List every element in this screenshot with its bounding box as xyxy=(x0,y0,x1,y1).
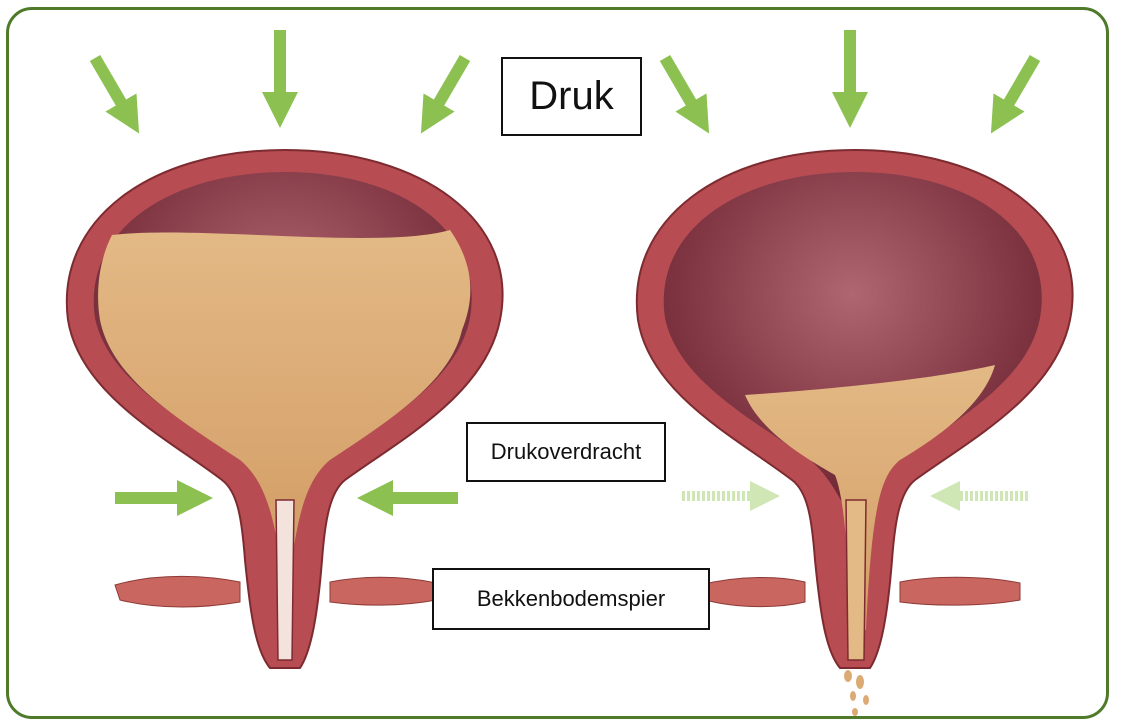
diagonal-arrow-icon xyxy=(1000,58,1035,118)
pressure-transfer-label: Drukoverdracht xyxy=(466,422,666,482)
right-pelvic-muscle-left xyxy=(700,577,805,606)
diagonal-arrow-icon xyxy=(665,58,700,118)
right-pressure-arrows xyxy=(665,30,1035,118)
diagonal-arrow-icon xyxy=(95,58,130,118)
right-pelvic-muscle-right xyxy=(900,577,1020,605)
leak-drops xyxy=(844,670,869,716)
left-urethra xyxy=(276,500,294,660)
left-pelvic-muscle-left xyxy=(115,576,240,607)
pelvic-floor-muscle-label: Bekkenbodemspier xyxy=(432,568,710,630)
left-pelvic-muscle-right xyxy=(330,577,436,605)
right-urethra xyxy=(846,500,866,660)
pressure-label: Druk xyxy=(501,57,642,136)
right-bladder xyxy=(637,150,1073,716)
diagonal-arrow-icon xyxy=(430,58,465,118)
